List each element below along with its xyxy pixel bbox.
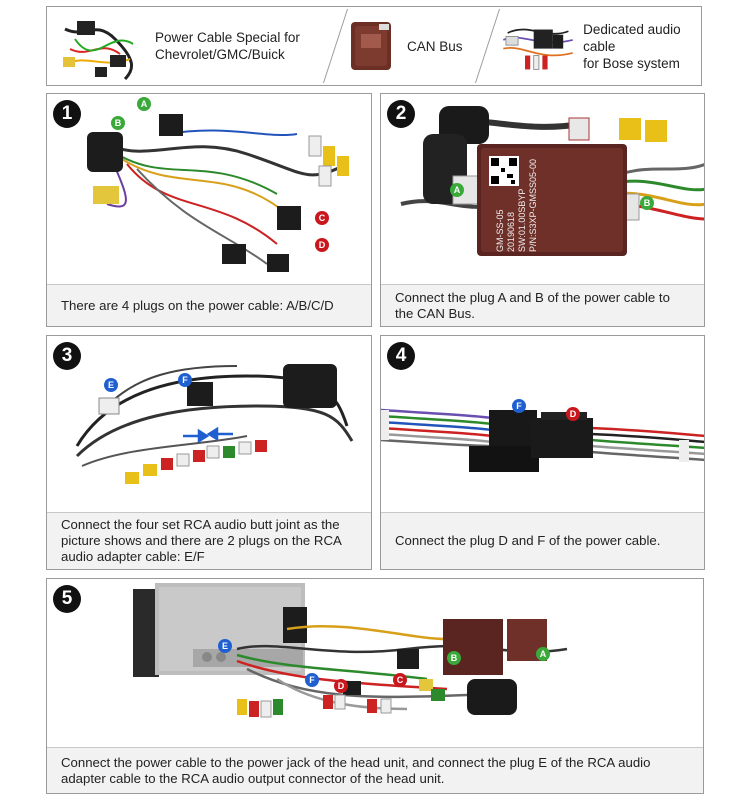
plug-badge-f: F [512, 399, 526, 413]
plug-badge-e: E [104, 378, 118, 392]
step-number-badge: 5 [53, 585, 81, 613]
rca-adapter-photo [75, 364, 354, 484]
step-number-badge: 4 [387, 342, 415, 370]
header-label-line1: Dedicated audio cable [583, 21, 681, 54]
plug-badge-b: B [111, 116, 125, 130]
step-panel-4: 4 F D Connect the plug D and F of the po… [380, 335, 705, 570]
plug-badge-a: A [137, 97, 151, 111]
header-label-line2: Chevrolet/GMC/Buick [155, 47, 285, 62]
step-caption-text: Connect the plug A and B of the power ca… [395, 289, 670, 321]
step-caption-text: There are 4 plugs on the power cable: A/… [61, 297, 334, 313]
step-panel-5: 5 E F D C B A Connect the power cable to… [46, 578, 704, 794]
header-item-can-bus: CAN Bus [347, 7, 487, 85]
plug-badge-d: D [334, 679, 348, 693]
plug-badge-b: B [640, 196, 654, 210]
can-bus-sw-text: SW:01.00SBYP [517, 188, 527, 252]
plug-badge-e: E [218, 639, 232, 653]
plug-badge-b: B [447, 651, 461, 665]
power-cable-harness-icon [63, 21, 134, 81]
step-caption-text: Connect the plug D and F of the power ca… [395, 533, 661, 548]
header-label-can-bus: CAN Bus [407, 38, 463, 54]
plug-badge-d: D [315, 238, 329, 252]
step-number-badge: 2 [387, 100, 415, 128]
header-item-power-cable: Power Cable Special for Chevrolet/GMC/Bu… [55, 7, 335, 85]
plug-badge-a: A [536, 647, 550, 661]
step-number-badge: 3 [53, 342, 81, 370]
can-bus-date-text: 20190618 [506, 211, 516, 252]
plug-badge-c: C [393, 673, 407, 687]
step-caption: Connect the plug D and F of the power ca… [381, 512, 704, 569]
step-number-badge: 1 [53, 100, 81, 128]
plug-badge-d: D [566, 407, 580, 421]
bose-audio-cable-icon [502, 28, 573, 70]
can-bus-model-text: GM-SS-05 [495, 209, 505, 252]
step-caption: There are 4 plugs on the power cable: A/… [47, 284, 371, 326]
header-label-line1: Power Cable Special for [155, 30, 300, 45]
plug-badge-f: F [178, 373, 192, 387]
plug-badge-a: A [450, 183, 464, 197]
can-bus-pn-text: P/N:S3XP-GMSS05-00 [528, 158, 538, 252]
step-panel-1: 1 A B C D There are 4 plugs on the power… [46, 93, 372, 327]
plug-d-f-connection-photo [381, 408, 704, 472]
plug-badge-f: F [305, 673, 319, 687]
header-label-line2: for Bose system [583, 55, 680, 71]
step-caption-text: Connect the power cable to the power jac… [61, 754, 651, 786]
can-bus-box-icon [351, 22, 391, 70]
step-caption-text: Connect the four set RCA audio butt join… [61, 517, 342, 564]
step-panel-2: GM-SS-05 20190618 SW:01.00SBYP P/N:S3XP-… [380, 93, 705, 327]
product-header: Power Cable Special for Chevrolet/GMC/Bu… [46, 6, 702, 86]
power-cable-photo [87, 114, 349, 272]
step-caption: Connect the plug A and B of the power ca… [381, 284, 704, 326]
step-panel-3: 3 E F Connect the four set RCA audio but… [46, 335, 372, 570]
header-item-bose-cable: Dedicated audio cable for Bose system [499, 7, 699, 85]
plug-badge-c: C [315, 211, 329, 225]
head-unit-connection-photo [133, 583, 568, 718]
can-bus-label: GM-SS-05 20190618 SW:01.00SBYP P/N:S3XP-… [489, 159, 639, 278]
step-caption: Connect the power cable to the power jac… [47, 747, 703, 793]
step-caption: Connect the four set RCA audio butt join… [47, 512, 371, 569]
